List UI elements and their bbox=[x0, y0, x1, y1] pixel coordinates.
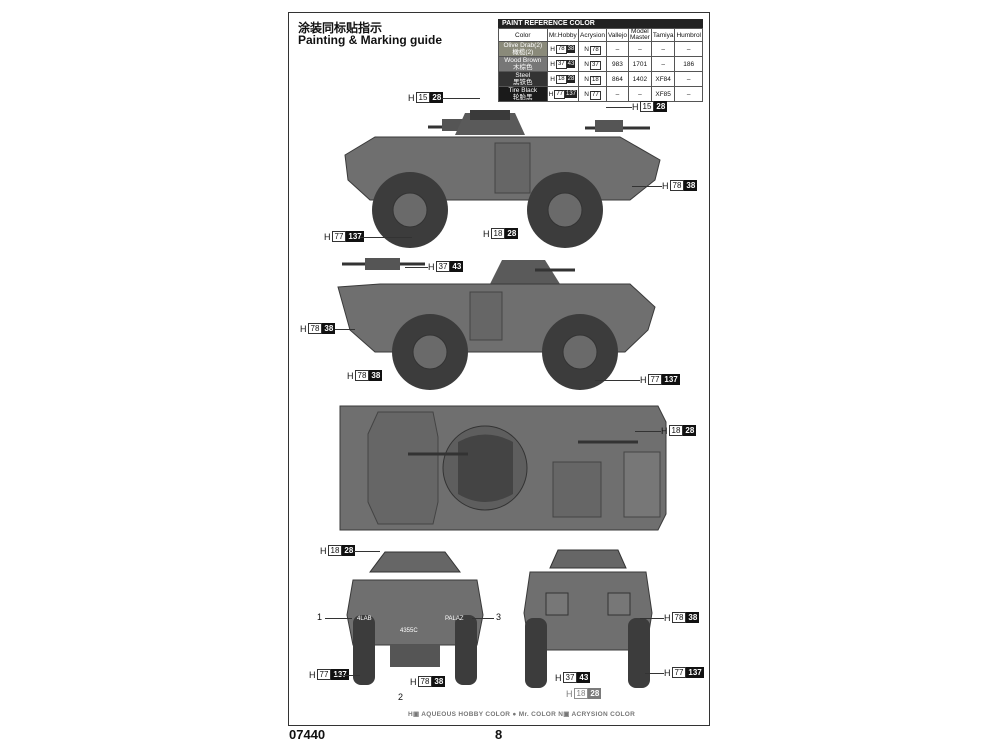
humbrol-cell: – bbox=[674, 41, 703, 57]
leader-line bbox=[405, 267, 428, 268]
humbrol-cell: 186 bbox=[674, 56, 703, 72]
serial-marking: 4355C bbox=[400, 628, 418, 634]
vehicle-front-view: 4LAB PALAZ 4355C bbox=[346, 551, 484, 685]
leader-line bbox=[640, 618, 664, 619]
page-title-cn: 涂装同标贴指示 bbox=[298, 21, 383, 35]
product-code: 07440 bbox=[289, 727, 326, 742]
leader-line bbox=[606, 107, 632, 108]
tamiya-cell: – bbox=[650, 41, 676, 57]
color-legend: H▣ AQUEOUS HOBBY COLOR ● Mr. COLOR N▣ AC… bbox=[408, 711, 636, 718]
decal-number: 1 bbox=[317, 612, 323, 622]
col-acrysion: Acrysion bbox=[578, 28, 607, 42]
humbrol-cell: – bbox=[674, 86, 703, 102]
col-tamiya: Tamiya bbox=[650, 28, 676, 42]
leader-line bbox=[335, 329, 355, 330]
leader-line bbox=[645, 673, 664, 674]
vallejo-cell: – bbox=[605, 41, 629, 57]
vehicle-side-view-right bbox=[337, 258, 656, 390]
col-vallejo: Vallejo bbox=[605, 28, 629, 42]
leader-line bbox=[632, 186, 662, 187]
vehicle-side-view-left bbox=[344, 110, 661, 248]
paint-table-header: Color Mr.Hobby Acrysion Vallejo Model Ma… bbox=[498, 28, 703, 42]
humbrol-cell: – bbox=[674, 71, 703, 87]
vallejo-cell: 983 bbox=[605, 56, 629, 72]
col-color: Color bbox=[498, 28, 548, 42]
vallejo-cell: – bbox=[605, 86, 629, 102]
tamiya-cell: – bbox=[650, 56, 676, 72]
model-master-cell: 1402 bbox=[627, 71, 652, 87]
leader-line bbox=[595, 380, 640, 381]
right-plate: PALAZ bbox=[445, 616, 464, 622]
color-swatch: Olive Drab(2)橄榄(2) bbox=[498, 41, 548, 57]
vehicle-rear-view bbox=[523, 549, 653, 688]
leader-line bbox=[325, 618, 352, 619]
vehicle-top-view bbox=[339, 405, 667, 531]
leader-line bbox=[635, 431, 661, 432]
decal-number: 2 bbox=[398, 692, 404, 702]
col-humbrol: Humbrol bbox=[674, 28, 703, 42]
leader-line bbox=[354, 551, 380, 552]
vallejo-cell: 864 bbox=[605, 71, 629, 87]
col-model-master: Model Master bbox=[627, 28, 652, 42]
decal-number: 3 bbox=[496, 612, 502, 622]
model-master-cell: – bbox=[627, 86, 652, 102]
leader-line bbox=[335, 675, 360, 676]
paint-table-caption: PAINT REFERENCE COLOR bbox=[498, 19, 703, 28]
tamiya-cell: XF84 bbox=[650, 71, 676, 87]
tamiya-cell: XF85 bbox=[650, 86, 676, 102]
leader-line bbox=[472, 618, 494, 619]
model-master-cell: 1701 bbox=[627, 56, 652, 72]
model-master-cell: – bbox=[627, 41, 652, 57]
page-title: Painting & Marking guide bbox=[298, 33, 443, 47]
left-plate: 4LAB bbox=[357, 616, 372, 622]
leader-line bbox=[442, 98, 480, 99]
page-number: 8 bbox=[495, 727, 503, 742]
paint-reference-table: PAINT REFERENCE COLOR Color Mr.Hobby Acr… bbox=[498, 19, 703, 102]
col-mrhobby: Mr.Hobby bbox=[546, 28, 580, 42]
leader-line bbox=[360, 237, 412, 238]
